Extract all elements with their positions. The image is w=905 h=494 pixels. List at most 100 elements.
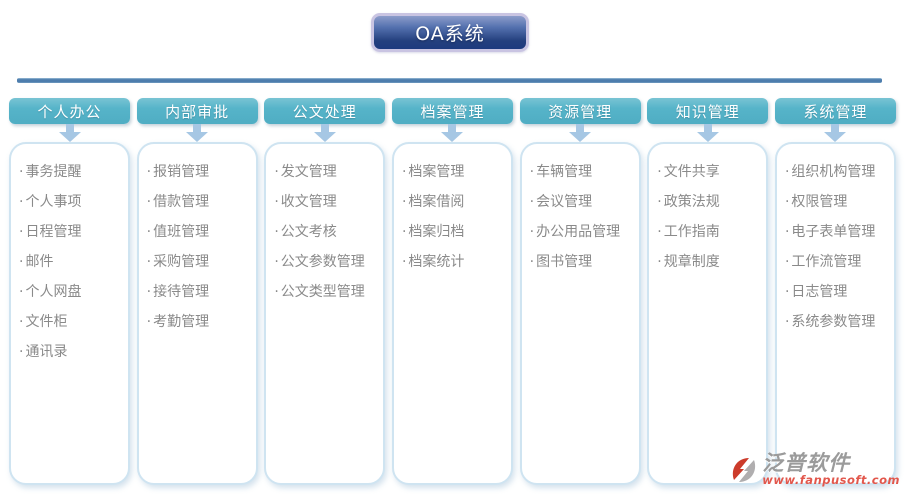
menu-item-label: 报销管理	[153, 164, 210, 180]
arrow-head	[441, 132, 464, 142]
arrow-down-icon	[313, 124, 336, 142]
arrow-stem	[448, 124, 457, 132]
bullet-icon: ·	[529, 164, 535, 180]
bullet-icon: ·	[19, 344, 24, 360]
bullet-icon: ·	[784, 194, 790, 210]
bullet-icon: ·	[19, 164, 24, 180]
arrow-head	[58, 132, 81, 142]
menu-item-label: 车辆管理	[536, 164, 593, 180]
menu-item: ·个人事项	[19, 187, 121, 217]
menu-item-label: 日志管理	[791, 284, 848, 300]
menu-item: ·采购管理	[147, 247, 249, 277]
menu-item: ·考勤管理	[147, 307, 249, 337]
bullet-icon: ·	[657, 254, 662, 270]
bullet-icon: ·	[784, 284, 790, 300]
menu-item-label: 事务提醒	[25, 164, 82, 180]
bullet-icon: ·	[657, 194, 662, 210]
bullet-icon: ·	[529, 254, 535, 270]
menu-item: ·公文考核	[274, 217, 376, 247]
bullet-icon: ·	[274, 254, 279, 270]
category-panel: ·档案管理·档案借阅·档案归档·档案统计	[391, 142, 513, 485]
menu-item: ·文件共享	[657, 157, 759, 187]
bullet-icon: ·	[529, 224, 535, 240]
menu-item-label: 个人网盘	[25, 284, 82, 300]
bullet-icon: ·	[146, 194, 152, 210]
arrow-down-icon	[824, 124, 847, 142]
category-header: 个人办公	[9, 98, 130, 124]
menu-item: ·档案借阅	[402, 187, 504, 217]
menu-item-label: 文件共享	[663, 164, 720, 180]
menu-item-label: 公文参数管理	[280, 254, 365, 270]
menu-item: ·工作指南	[657, 217, 759, 247]
menu-item: ·收文管理	[274, 187, 376, 217]
menu-item: ·工作流管理	[785, 247, 887, 277]
menu-item: ·借款管理	[147, 187, 249, 217]
system-title-node: OA系统	[371, 13, 529, 52]
menu-item: ·文件柜	[19, 307, 121, 337]
menu-item: ·图书管理	[530, 247, 632, 277]
bullet-icon: ·	[19, 254, 24, 270]
arrow-stem	[703, 124, 712, 132]
menu-item-label: 会议管理	[536, 194, 593, 210]
divider-line	[17, 78, 882, 83]
menu-item: ·发文管理	[274, 157, 376, 187]
arrow-head	[569, 132, 592, 142]
menu-item: ·日志管理	[785, 277, 887, 307]
fanpu-logo-icon	[733, 458, 756, 482]
category-panel: ·事务提醒·个人事项·日程管理·邮件·个人网盘·文件柜·通讯录	[9, 142, 130, 485]
category-column: 公文处理 ·发文管理·收文管理·公文考核·公文参数管理·公文类型管理	[264, 98, 386, 485]
arrow-stem	[320, 124, 329, 132]
menu-item: ·办公用品管理	[530, 217, 632, 247]
menu-item-label: 公文类型管理	[280, 284, 365, 300]
arrow-stem	[193, 124, 202, 132]
menu-item-label: 系统参数管理	[791, 314, 876, 330]
category-column: 档案管理·档案管理·档案借阅·档案归档·档案统计	[391, 98, 513, 485]
arrow-stem	[65, 124, 74, 132]
category-panel: ·发文管理·收文管理·公文考核·公文参数管理·公文类型管理	[264, 142, 386, 485]
arrow-down-icon	[186, 124, 209, 142]
menu-item-label: 发文管理	[280, 164, 337, 180]
category-column: 系统管理·组织机构管理·权限管理·电子表单管理·工作流管理·日志管理·系统参数管…	[774, 98, 896, 485]
menu-item-label: 档案借阅	[408, 194, 465, 210]
category-panel: ·报销管理·借款管理·值班管理·采购管理·接待管理·考勤管理	[136, 142, 258, 485]
arrow-down-icon	[441, 124, 464, 142]
bullet-icon: ·	[784, 164, 790, 180]
menu-item: ·接待管理	[147, 277, 249, 307]
bullet-icon: ·	[401, 194, 407, 210]
menu-item: ·政策法规	[657, 187, 759, 217]
bullet-icon: ·	[401, 224, 407, 240]
category-header: 资源管理	[519, 98, 641, 124]
category-header: 知识管理	[647, 98, 769, 124]
menu-item: ·会议管理	[530, 187, 632, 217]
menu-item: ·公文参数管理	[274, 247, 376, 277]
menu-item-label: 借款管理	[153, 194, 210, 210]
bullet-icon: ·	[19, 284, 24, 300]
category-column: 知识管理·文件共享·政策法规·工作指南·规章制度	[647, 98, 769, 485]
menu-item: ·档案归档	[402, 217, 504, 247]
arrow-down-icon	[569, 124, 592, 142]
menu-item-label: 文件柜	[25, 314, 68, 330]
bullet-icon: ·	[19, 314, 24, 330]
arrow-down-icon	[696, 124, 719, 142]
menu-item: ·日程管理	[19, 217, 121, 247]
menu-item: ·报销管理	[147, 157, 249, 187]
category-column: 资源管理·车辆管理·会议管理·办公用品管理·图书管理	[519, 98, 641, 485]
bullet-icon: ·	[657, 224, 662, 240]
arrow-stem	[831, 124, 840, 132]
arrow-head	[696, 132, 719, 142]
menu-item: ·权限管理	[785, 187, 887, 217]
bullet-icon: ·	[784, 224, 790, 240]
menu-item-label: 电子表单管理	[791, 224, 876, 240]
category-header: 公文处理	[264, 98, 386, 124]
watermark-text: 泛普软件 www.fanpusoft.com	[762, 453, 900, 487]
bullet-icon: ·	[657, 164, 662, 180]
menu-item-label: 邮件	[25, 254, 54, 270]
brand-name: 泛普软件	[762, 451, 851, 475]
arrow-head	[313, 132, 336, 142]
arrow-head	[186, 132, 209, 142]
bullet-icon: ·	[401, 164, 407, 180]
menu-item-label: 图书管理	[536, 254, 593, 270]
category-column: 个人办公·事务提醒·个人事项·日程管理·邮件·个人网盘·文件柜·通讯录	[9, 98, 130, 485]
menu-item: ·组织机构管理	[785, 157, 887, 187]
